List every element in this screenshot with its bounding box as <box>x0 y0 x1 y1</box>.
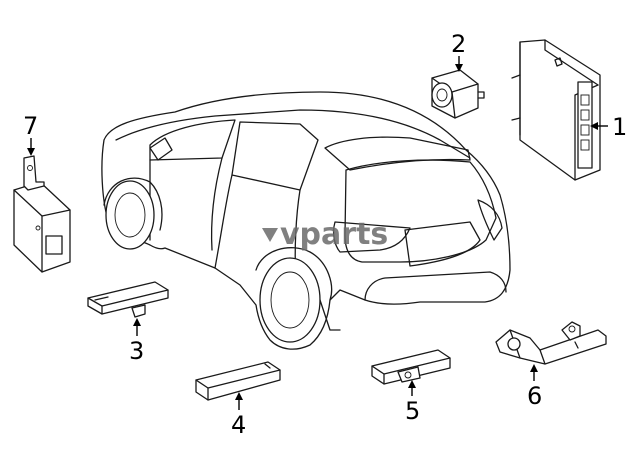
part-1-control-module <box>511 39 601 181</box>
watermark-logo-icon <box>262 228 278 242</box>
callout-3: 3 <box>129 318 144 365</box>
callout-2: 2 <box>451 30 466 72</box>
callout-5-label: 5 <box>405 397 420 425</box>
callout-2-label: 2 <box>451 30 466 58</box>
part-2-sensor <box>431 69 485 119</box>
watermark-text: vparts <box>280 217 388 252</box>
callout-6: 6 <box>527 364 542 410</box>
part-7-bracket-module <box>13 155 71 273</box>
callout-6-label: 6 <box>527 382 542 410</box>
callout-3-label: 3 <box>129 337 144 365</box>
callout-5-arrowhead <box>408 380 416 388</box>
callout-4: 4 <box>231 392 246 439</box>
callout-6-arrowhead <box>530 364 538 372</box>
callout-1: 1 <box>590 113 627 141</box>
part-4-antenna-bar <box>195 361 281 401</box>
vehicle-illustration <box>101 91 511 350</box>
callout-1-label: 1 <box>612 113 627 141</box>
callout-4-arrowhead <box>235 392 243 400</box>
callout-7: 7 <box>23 112 38 156</box>
callout-7-label: 7 <box>23 112 38 140</box>
part-6-sensor-bracket <box>495 321 607 365</box>
callout-4-label: 4 <box>231 411 246 439</box>
callout-1-arrowhead <box>590 122 598 130</box>
part-5-antenna-connector <box>371 349 451 385</box>
callout-5: 5 <box>405 380 420 425</box>
callout-7-arrowhead <box>27 148 35 156</box>
part-3-antenna <box>87 281 169 318</box>
callout-3-arrowhead <box>133 318 141 326</box>
callout-2-arrowhead <box>455 64 463 72</box>
watermark: vparts <box>262 217 388 252</box>
